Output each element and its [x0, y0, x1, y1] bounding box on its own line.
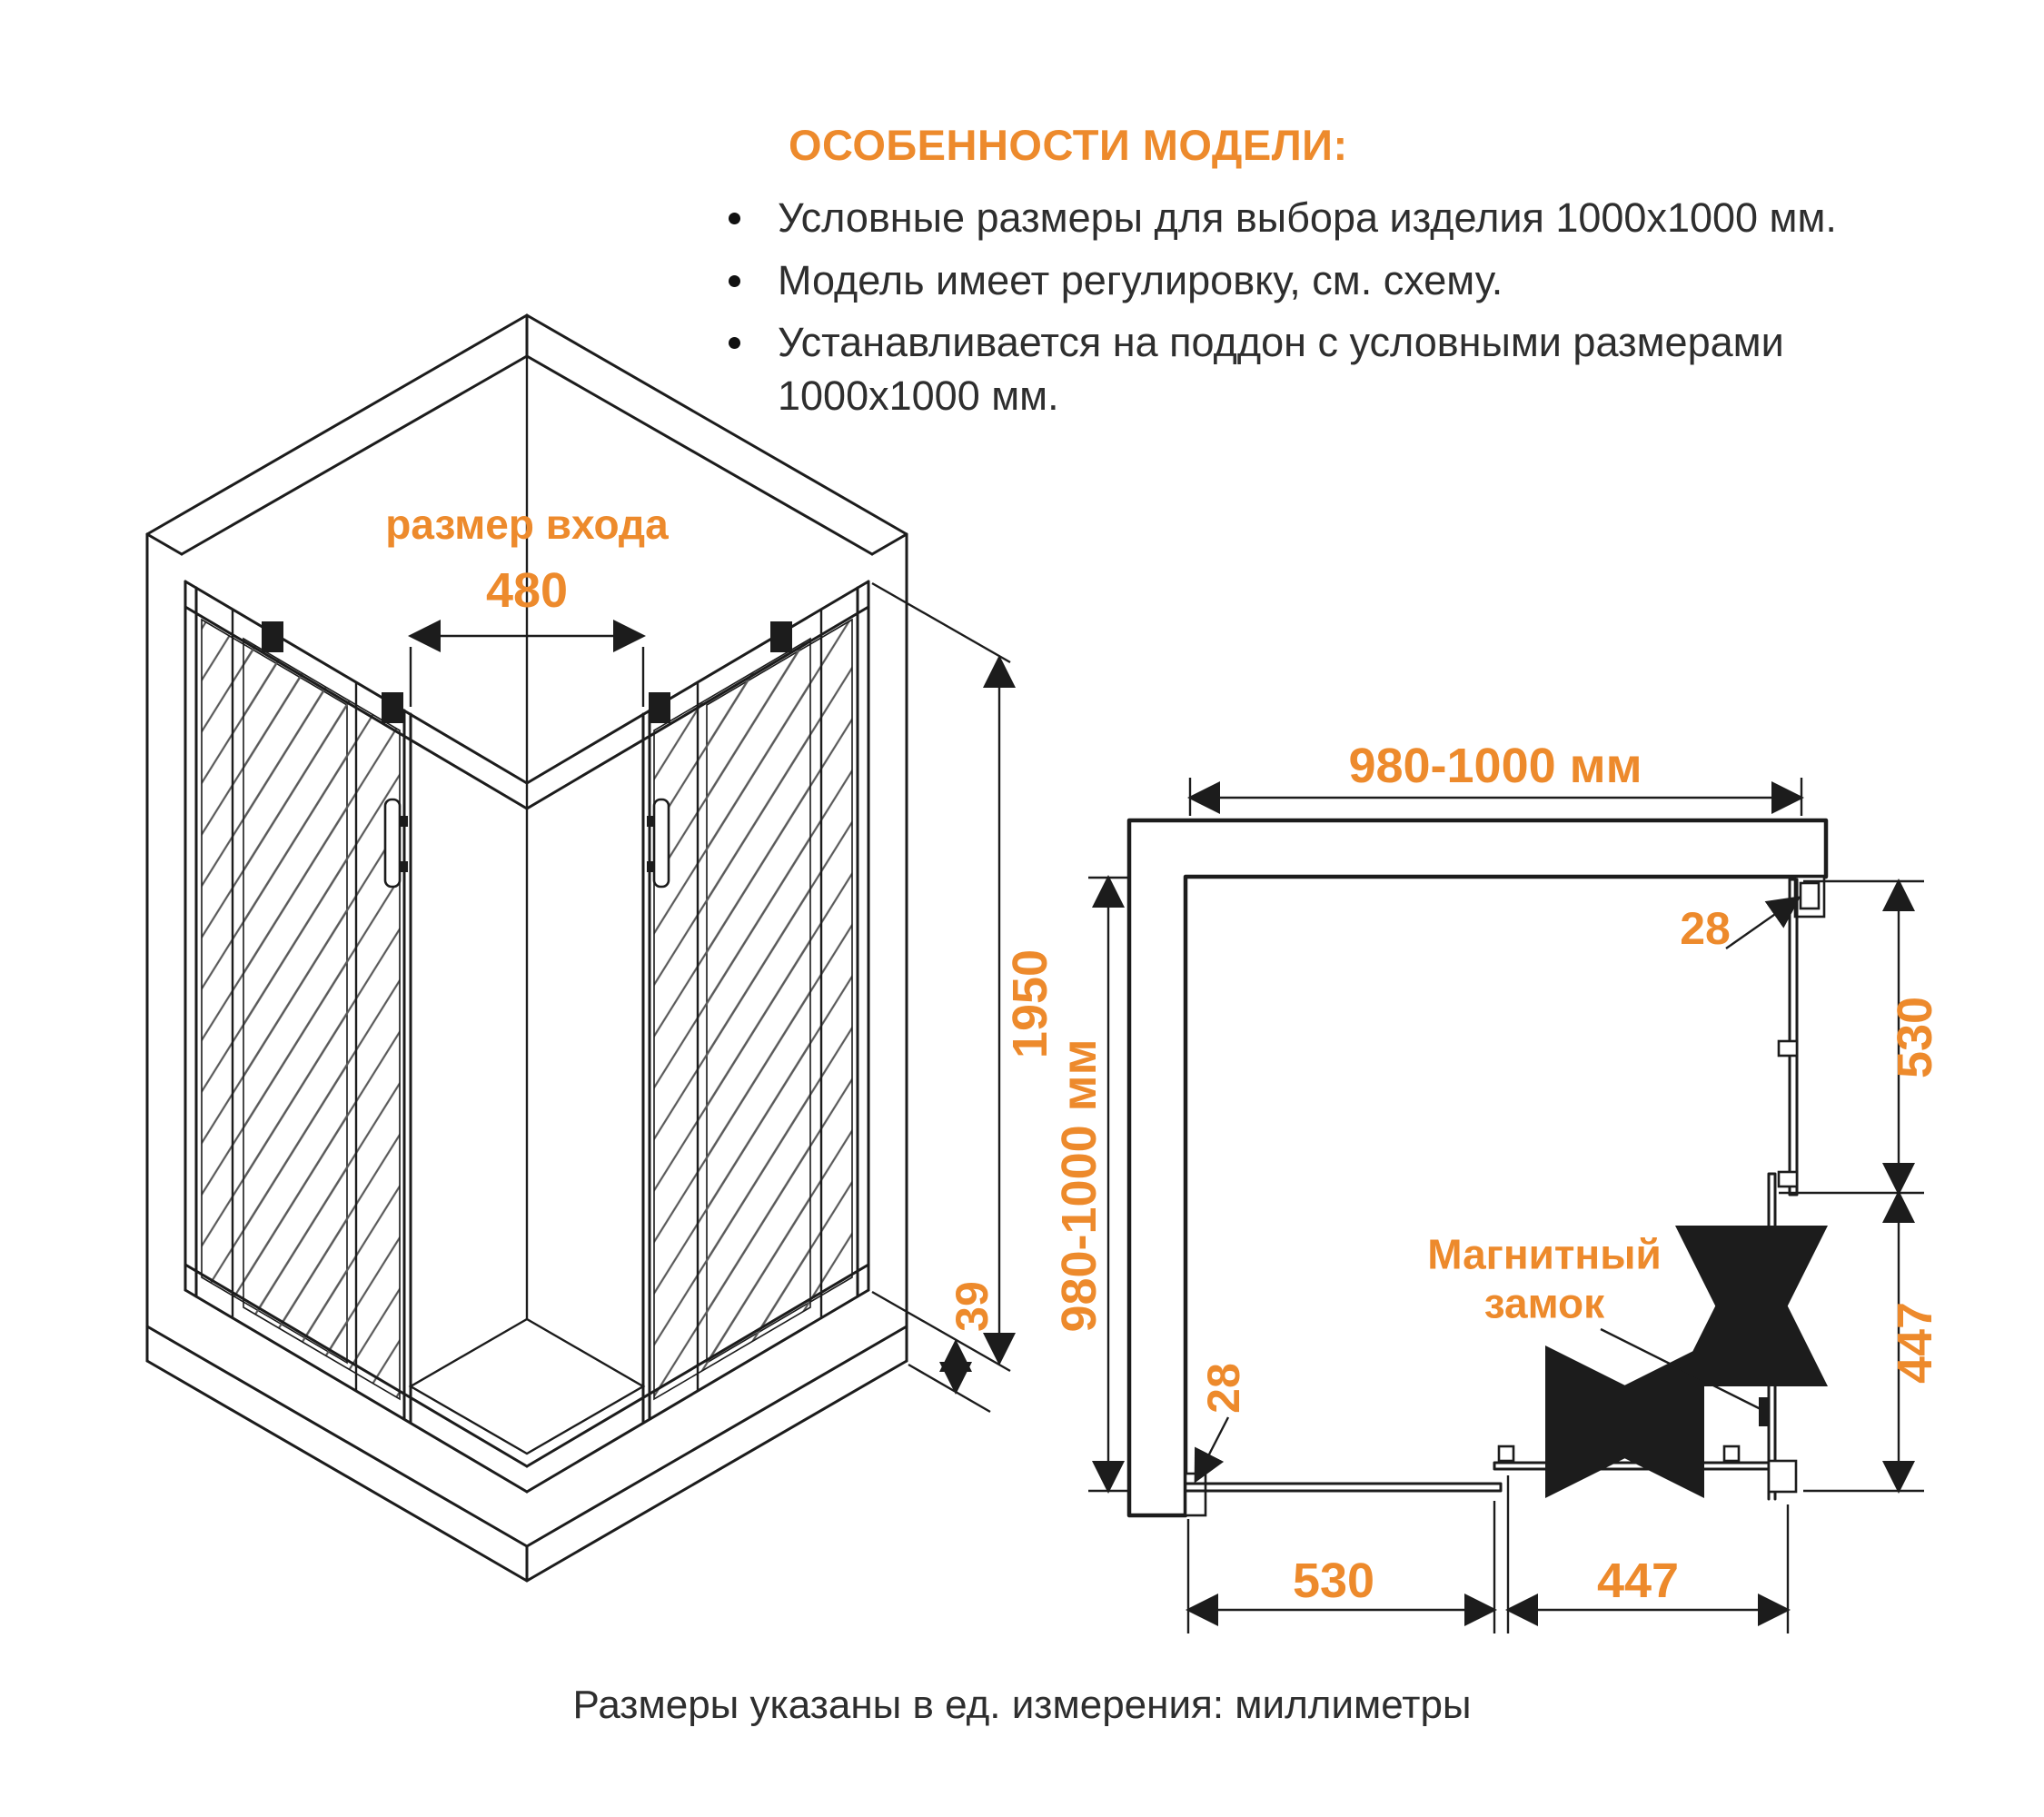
- feature-item: Устанавливается на поддон с условными ра…: [718, 316, 1926, 422]
- bottom-dimensions: [1186, 1475, 1791, 1633]
- feature-item: Модель имеет регулировку, см. схему.: [718, 254, 1926, 308]
- features-list: Условные размеры для выбора изделия 1000…: [718, 192, 1926, 422]
- features-section: ОСОБЕННОСТИ МОДЕЛИ: Условные размеры для…: [718, 120, 1926, 432]
- door-roller: [262, 621, 283, 652]
- shower-tray: [145, 1317, 908, 1583]
- entrance-size-label: размер входа: [385, 501, 669, 548]
- plan-view: [1088, 778, 1924, 1633]
- feature-item: Условные размеры для выбора изделия 1000…: [718, 192, 1926, 245]
- wall-profile-top-right: [1793, 875, 1826, 918]
- magnetic-lock-leader: [1600, 1327, 1761, 1411]
- bottom-glass-side: [1184, 1445, 1798, 1494]
- height-dimension: [871, 581, 1016, 1373]
- entrance-width-dimension: [408, 620, 646, 707]
- entrance-width-dim: 480: [485, 563, 569, 618]
- plan-depth-dimension: [1088, 875, 1129, 1494]
- left-glass-face: [184, 580, 529, 1494]
- plan-depth-dim: 980-1000 мм: [1052, 1038, 1106, 1333]
- bottom-door-dim: 447: [1596, 1554, 1680, 1608]
- door-roller: [1497, 1445, 1515, 1463]
- right-fixed-panel-dim: 530: [1888, 996, 1942, 1079]
- corner-connector: [1767, 1459, 1798, 1494]
- door-handle: [652, 798, 670, 889]
- isometric-view: [145, 313, 1016, 1583]
- room-walls: [145, 313, 908, 1363]
- magnetic-lock: [1759, 1397, 1769, 1426]
- door-handle: [383, 798, 402, 889]
- magnetic-lock-label: Магнитный замок: [1427, 1230, 1662, 1327]
- profile-adjust-left-dim: 28: [1198, 1363, 1249, 1414]
- profile-adjust-leader-top: [1725, 896, 1801, 949]
- tray-height-dim: 39: [947, 1281, 997, 1332]
- door-roller: [1722, 1445, 1741, 1463]
- profile-adjust-top-dim: 28: [1680, 903, 1731, 954]
- plan-width-dimension: [1187, 778, 1804, 816]
- glass-clamp: [1777, 1170, 1799, 1188]
- tray-height-dimension: [908, 1339, 991, 1414]
- features-heading: ОСОБЕННОСТИ МОДЕЛИ:: [789, 121, 1348, 169]
- bottom-fixed-panel-dim: 530: [1292, 1554, 1375, 1608]
- door-roller: [770, 621, 792, 652]
- right-glass-face: [525, 580, 870, 1494]
- right-glass-side: [1759, 878, 1799, 1501]
- height-dim: 1950: [1003, 948, 1057, 1059]
- right-door-dim: 447: [1888, 1301, 1942, 1385]
- door-roller: [382, 692, 403, 723]
- glass-clamp: [1777, 1039, 1799, 1057]
- units-note: Размеры указаны в ед. измерения: миллиме…: [572, 1683, 1472, 1727]
- sliding-door-panel: [243, 637, 401, 1401]
- walls: [1126, 818, 1829, 1518]
- door-roller: [649, 692, 670, 723]
- sliding-door-panel: [653, 637, 811, 1401]
- right-side-dimensions: [1779, 879, 1924, 1494]
- profile-adjust-leader-left: [1194, 1416, 1230, 1484]
- plan-width-dim: 980-1000 мм: [1348, 739, 1642, 793]
